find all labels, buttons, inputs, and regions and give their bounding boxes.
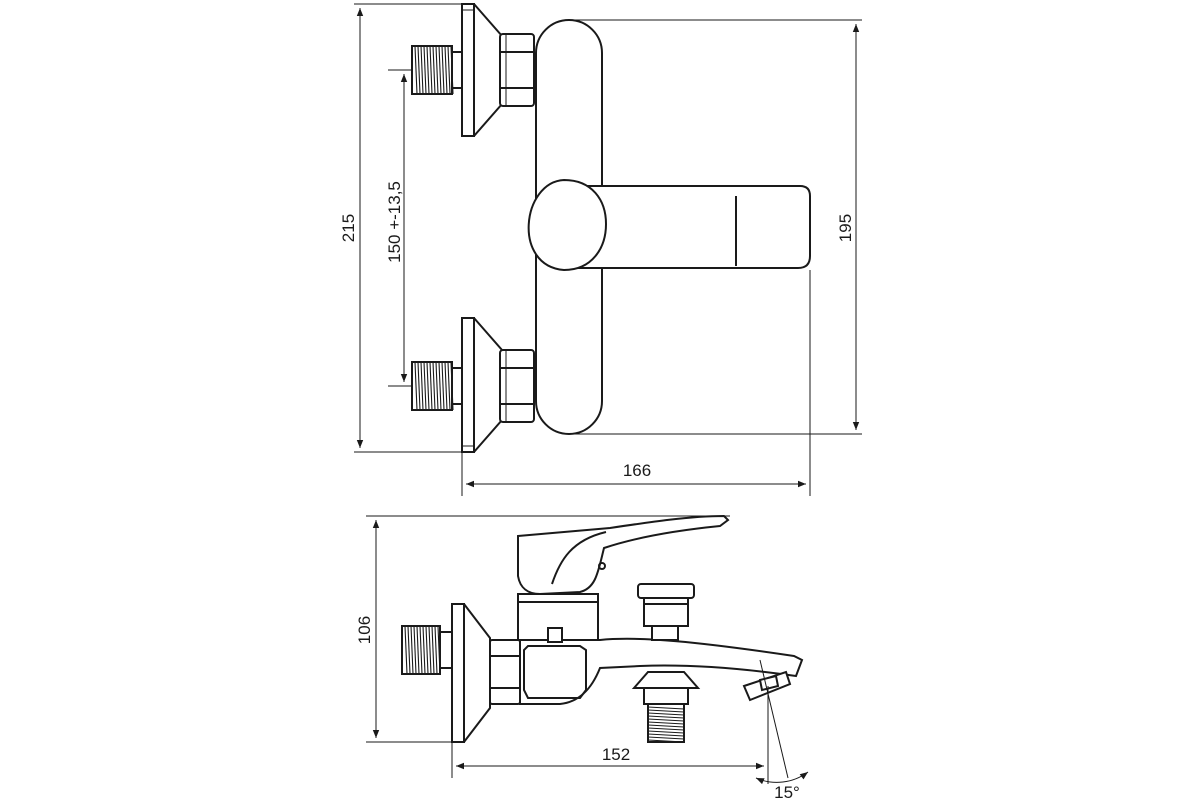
dim-body-height-label: 195 [836,214,855,242]
dimension-total-height: 215 [339,8,364,448]
thread-line [444,45,448,95]
thread-line [414,361,418,411]
thread-line [432,45,436,95]
thread-line [437,625,441,675]
thread-line [435,361,439,411]
side-wall-flange [451,603,491,743]
thread-line [429,45,433,95]
thread-line [417,361,421,411]
thread-line [432,361,436,411]
thread-line [647,733,685,737]
spout-aerator [742,670,792,702]
thread-line [413,625,417,675]
dimension-eccentric-spacing: 150 +-13,5 [385,74,408,382]
thread-line [447,361,451,411]
thread-line [423,45,427,95]
top-view-extension-lines [354,3,862,496]
upper-hex-nut [499,33,535,107]
top-view: 215 150 +-13,5 195 166 [339,3,862,496]
thread-line [426,361,430,411]
thread-line [441,361,445,411]
dim-side-height-label: 106 [355,616,374,644]
cartridge-housing [517,593,599,643]
thread-line [419,625,423,675]
lower-hex-nut [499,349,535,423]
thread-line [410,625,414,675]
thread-line [416,625,420,675]
thread-line [428,625,432,675]
dimension-spout-reach: 152 [456,745,764,770]
thread-line [420,45,424,95]
thread-line [647,724,685,728]
thread-line [407,625,411,675]
thread-line [420,361,424,411]
upper-thread-connector [411,45,463,95]
diverter-knob [637,583,695,641]
dimension-top-depth: 166 [466,461,806,488]
thread-line [422,625,426,675]
thread-line [647,730,685,734]
lower-thread-connector [411,361,463,411]
thread-line [450,361,454,411]
side-hex-nut [489,639,521,705]
thread-line [441,45,445,95]
lever-handle [527,178,811,272]
upper-wall-flange [461,3,503,137]
thread-line [647,727,685,731]
dimension-spout-angle: 15° [755,771,809,800]
thread-line [425,625,429,675]
dim-eccentric-spacing-label: 150 +-13,5 [385,181,404,263]
thread-line [438,45,442,95]
thread-line [444,361,448,411]
side-inlet-thread [401,625,453,675]
thread-line [434,625,438,675]
dim-top-depth-label: 166 [623,461,651,480]
thread-line [447,45,451,95]
thread-line [429,361,433,411]
side-lever-handle [517,514,730,596]
thread-line [450,45,454,95]
thread-line [414,45,418,95]
dimension-body-height: 195 [836,24,860,430]
side-view: 106 152 15° [355,514,809,800]
thread-line [647,706,685,710]
thread-line [647,712,685,716]
thread-line [647,721,685,725]
thread-line [426,45,430,95]
thread-line [647,736,685,740]
side-outlet-thread [631,671,701,743]
thread-line [404,625,408,675]
thread-line [431,625,435,675]
thread-line [423,361,427,411]
dim-total-height-label: 215 [339,214,358,242]
thread-line [438,361,442,411]
thread-line [435,45,439,95]
thread-line [417,45,421,95]
lower-wall-flange [461,317,503,453]
dimension-side-height: 106 [355,520,380,738]
side-view-extension-lines [366,515,789,784]
thread-line [647,715,685,719]
thread-line [647,718,685,722]
dim-spout-reach-label: 152 [602,745,630,764]
dim-spout-angle-label: 15° [774,783,800,800]
thread-line [647,709,685,713]
thread-line [647,739,685,743]
